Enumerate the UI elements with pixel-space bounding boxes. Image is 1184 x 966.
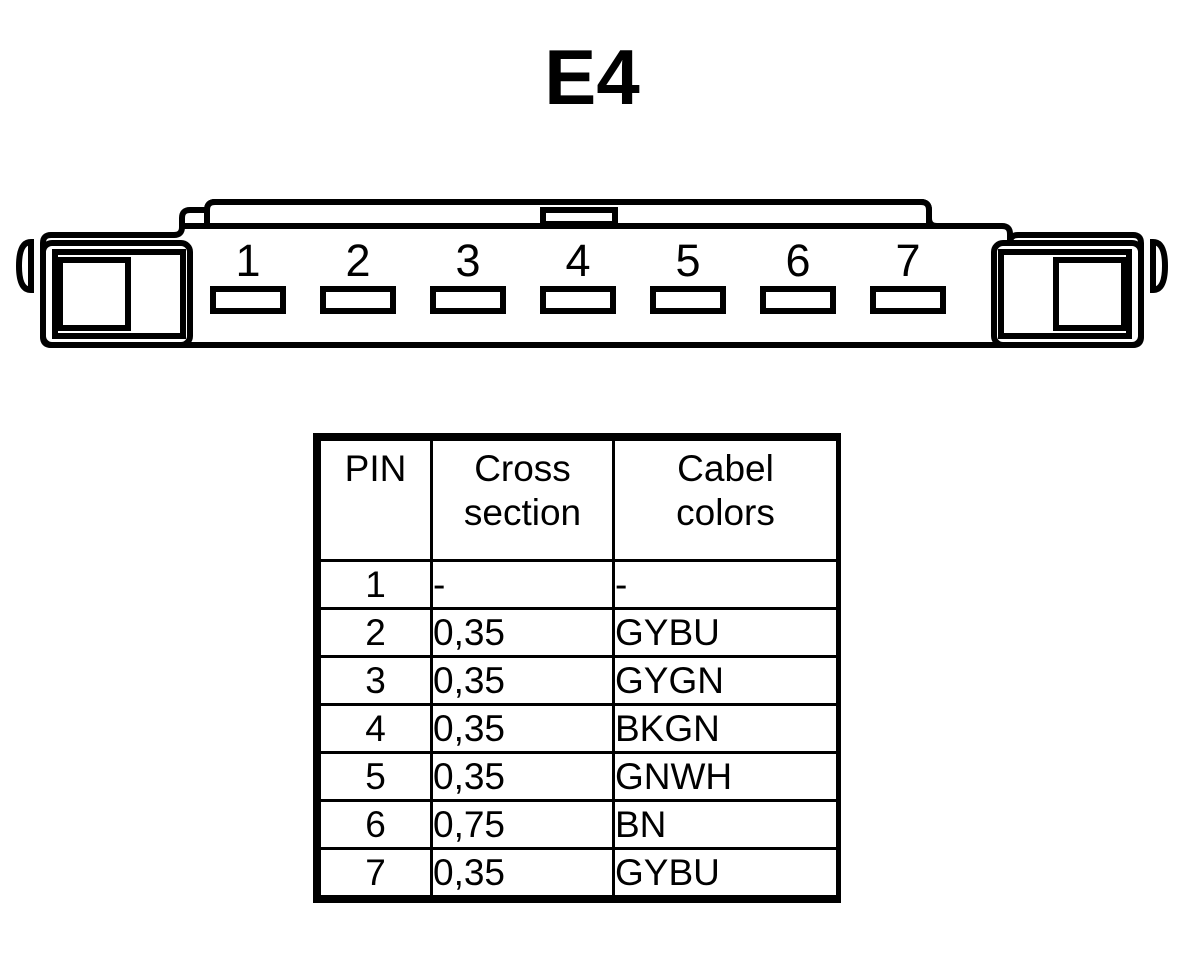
cell-cable-colors: - (612, 559, 839, 610)
cell-pin: 7 (318, 847, 433, 898)
pin-slot-6[interactable] (760, 286, 836, 314)
left-locking-tab-square (57, 257, 131, 331)
cell-cross-section: 0,35 (430, 655, 615, 706)
pin-slot-7[interactable] (870, 286, 946, 314)
table-row: 3 0,35 GYGN (318, 655, 839, 706)
table-header-row: PIN Cross section Cabel colors (318, 438, 839, 562)
pin-number-6: 6 (785, 235, 810, 286)
cell-cross-section: 0,35 (430, 607, 615, 658)
cell-cross-section: 0,75 (430, 799, 615, 850)
column-header-color-line1: Cabel (677, 448, 774, 489)
table-row: 1 - - (318, 559, 839, 610)
table-row: 6 0,75 BN (318, 799, 839, 850)
pin-number-5: 5 (675, 235, 700, 286)
cell-pin: 5 (318, 751, 433, 802)
cell-cable-colors: GNWH (612, 751, 839, 802)
column-header-cross-section: Cross section (430, 438, 615, 562)
cell-cable-colors: BKGN (612, 703, 839, 754)
page-title: E4 (544, 33, 640, 121)
table-row: 7 0,35 GYBU (318, 847, 839, 898)
cell-pin: 3 (318, 655, 433, 706)
connector-diagram: 1 2 3 4 5 6 7 (15, 199, 1169, 348)
cell-cross-section: 0,35 (430, 751, 615, 802)
table-row: 2 0,35 GYBU (318, 607, 839, 658)
left-edge-bump (15, 238, 34, 294)
pin-slot-1[interactable] (210, 286, 286, 314)
pin-number-2: 2 (345, 235, 370, 286)
column-header-cross-line1: Cross (474, 448, 571, 489)
center-latch-slot (540, 207, 618, 227)
cell-cross-section: - (430, 559, 615, 610)
cell-cross-section: 0,35 (430, 847, 615, 898)
pin-slot-5[interactable] (650, 286, 726, 314)
pin-slot-2[interactable] (320, 286, 396, 314)
cell-cross-section: 0,35 (430, 703, 615, 754)
cell-cable-colors: GYGN (612, 655, 839, 706)
cell-pin: 6 (318, 799, 433, 850)
pin-slot-3[interactable] (430, 286, 506, 314)
right-edge-bump (1150, 238, 1169, 294)
cell-pin: 4 (318, 703, 433, 754)
pinout-table-container: PIN Cross section Cabel colors 1 - - 2 0… (313, 433, 841, 903)
cell-cable-colors: GYBU (612, 607, 839, 658)
cell-pin: 1 (318, 559, 433, 610)
right-locking-tab-square (1053, 257, 1127, 331)
pin-number-7: 7 (895, 235, 920, 286)
cell-cable-colors: BN (612, 799, 839, 850)
pin-slot-4[interactable] (540, 286, 616, 314)
pinout-table: PIN Cross section Cabel colors 1 - - 2 0… (318, 438, 839, 898)
column-header-cross-line2: section (463, 491, 582, 533)
pin-number-3: 3 (455, 235, 480, 286)
pin-number-4: 4 (565, 235, 590, 286)
column-header-pin: PIN (318, 438, 433, 562)
cell-cable-colors: GYBU (612, 847, 839, 898)
table-row: 5 0,35 GNWH (318, 751, 839, 802)
column-header-cable-colors: Cabel colors (612, 438, 839, 562)
cell-pin: 2 (318, 607, 433, 658)
column-header-color-line2: colors (676, 491, 775, 533)
pinout-table-body: 1 - - 2 0,35 GYBU 3 0,35 GYGN 4 0,35 BKG… (318, 559, 839, 898)
pin-number-1: 1 (235, 235, 260, 286)
table-row: 4 0,35 BKGN (318, 703, 839, 754)
